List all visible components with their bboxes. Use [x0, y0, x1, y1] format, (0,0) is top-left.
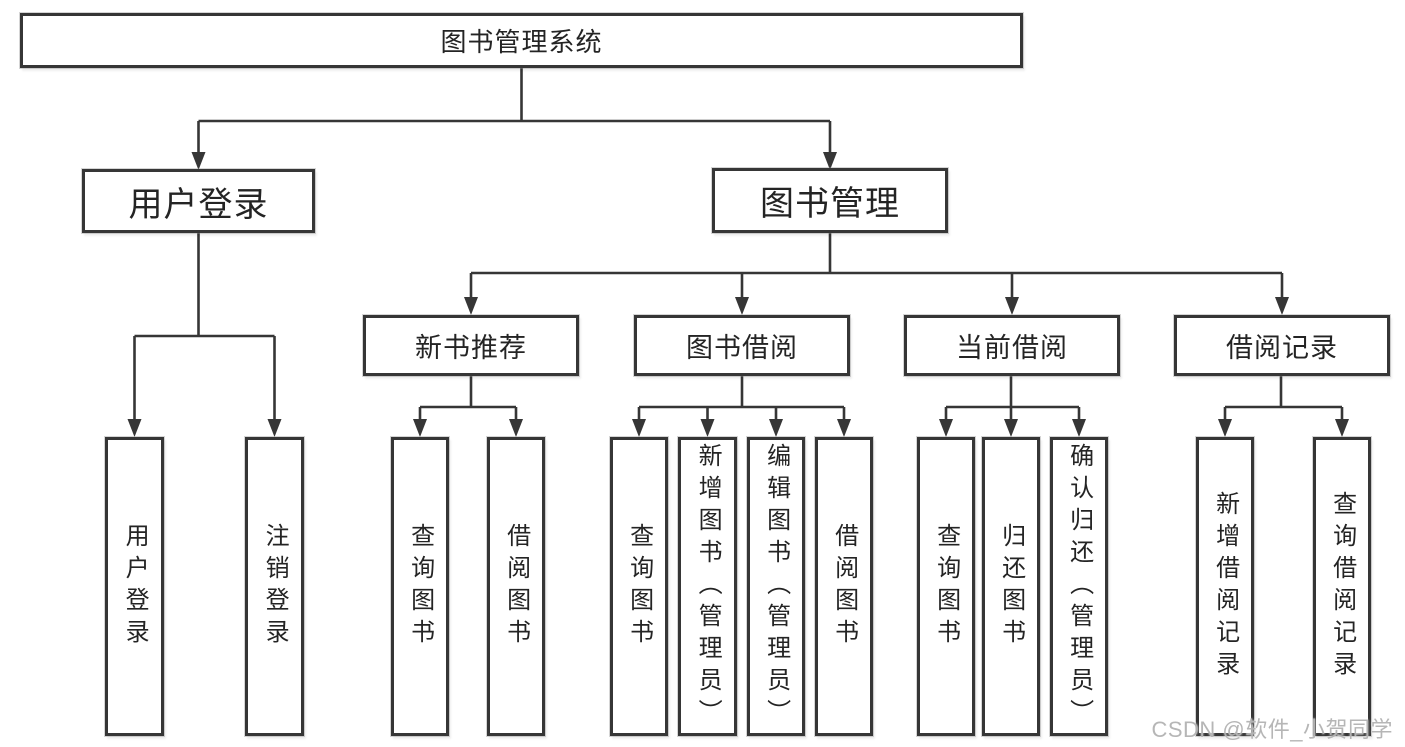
arrow-icon [191, 152, 206, 170]
arrow-icon [939, 419, 953, 437]
node-cb-return-books: 归还图书 [982, 437, 1040, 736]
arrow-icon [735, 297, 749, 315]
node-leaf-logout: 注销登录 [245, 437, 304, 736]
node-leaf-user-login: 用户登录 [105, 437, 164, 736]
connector-user-login [133, 233, 276, 428]
connector-borrow-record [1223, 376, 1344, 428]
arrow-icon [1072, 419, 1086, 437]
node-book-borrow: 图书借阅 [634, 315, 850, 376]
connector-root [197, 68, 832, 160]
connector-book-borrow [637, 376, 846, 428]
arrow-icon [1275, 297, 1289, 315]
connector-current-borrow [944, 376, 1081, 428]
arrow-icon [837, 419, 851, 437]
node-new-book-rec: 新书推荐 [363, 315, 579, 376]
node-nb-query-books: 查询图书 [391, 437, 449, 736]
node-bb-add-books-admin: 新增图书（管理员） [678, 437, 737, 736]
node-br-query-record: 查询借阅记录 [1313, 437, 1371, 736]
connector-book-mgmt [469, 233, 1284, 306]
arrow-icon [1005, 297, 1019, 315]
node-bb-borrow-books: 借阅图书 [815, 437, 873, 736]
arrow-icon [413, 419, 427, 437]
arrow-icon [769, 419, 783, 437]
node-root: 图书管理系统 [20, 13, 1023, 68]
node-user-login: 用户登录 [82, 169, 315, 233]
node-bb-edit-books-admin: 编辑图书（管理员） [747, 437, 805, 736]
arrow-icon [1004, 419, 1018, 437]
arrow-icon [509, 419, 523, 437]
node-book-mgmt: 图书管理 [712, 168, 948, 233]
node-cb-confirm-return-admin: 确认归还（管理员） [1050, 437, 1108, 736]
arrow-icon [1335, 419, 1349, 437]
arrow-icon [700, 419, 715, 437]
arrow-icon [464, 297, 478, 315]
arrow-icon [127, 419, 142, 437]
node-borrow-record: 借阅记录 [1174, 315, 1390, 376]
node-cb-query-books: 查询图书 [917, 437, 975, 736]
node-current-borrow: 当前借阅 [904, 315, 1120, 376]
arrow-icon [632, 419, 646, 437]
connector-new-book-rec [418, 376, 518, 428]
arrow-icon [267, 419, 282, 437]
arrow-icon [1218, 419, 1232, 437]
node-bb-query-books: 查询图书 [610, 437, 668, 736]
node-nb-borrow-books: 借阅图书 [487, 437, 545, 736]
node-br-add-record: 新增借阅记录 [1196, 437, 1254, 736]
